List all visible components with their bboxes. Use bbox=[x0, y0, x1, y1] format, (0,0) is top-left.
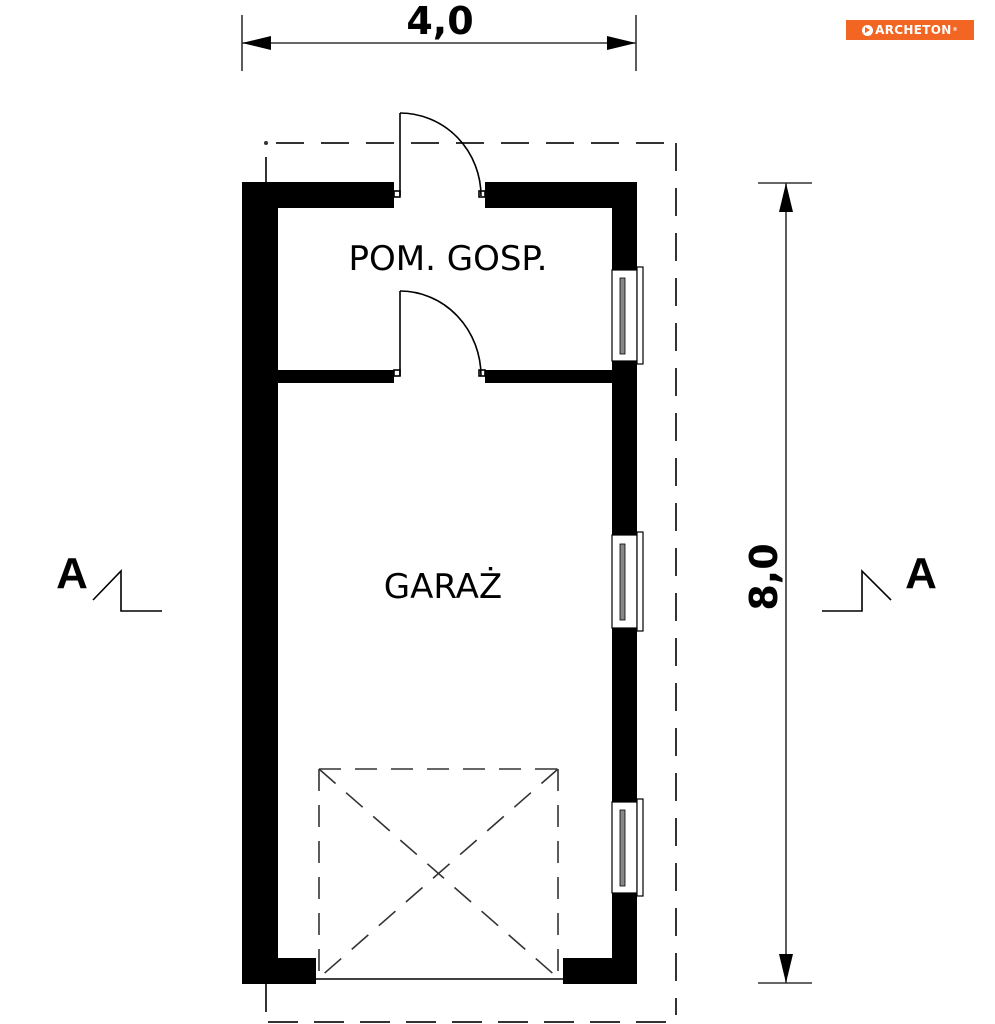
archeton-logo: ARCHETON ® bbox=[846, 20, 974, 40]
room-label-garage: GARAŻ bbox=[384, 567, 502, 607]
walls bbox=[242, 182, 637, 984]
logo-background bbox=[846, 20, 974, 40]
top-wall-right bbox=[485, 182, 637, 208]
right-wall-segment-2 bbox=[612, 361, 637, 535]
roof-outline bbox=[264, 141, 677, 1023]
top-wall-left bbox=[242, 182, 394, 208]
entrance-door bbox=[393, 112, 486, 198]
width-label: 4,0 bbox=[406, 0, 473, 43]
length-dimension: 8,0 bbox=[742, 182, 812, 984]
window-1 bbox=[611, 266, 644, 365]
section-marker-left bbox=[92, 569, 162, 612]
width-dimension: 4,0 bbox=[241, 0, 637, 71]
arrow-left-icon bbox=[242, 36, 271, 50]
bottom-pier-left bbox=[242, 958, 316, 984]
section-label-right: A bbox=[905, 549, 937, 598]
room-label-utility: POM. GOSP. bbox=[349, 239, 548, 279]
section-label-left: A bbox=[56, 549, 88, 598]
interior-wall-right bbox=[485, 370, 612, 383]
garage-door bbox=[316, 768, 563, 980]
window-2 bbox=[611, 531, 644, 632]
left-wall bbox=[242, 182, 278, 984]
right-wall-segment-1 bbox=[612, 182, 637, 270]
archeton-mark-icon bbox=[862, 24, 874, 36]
arrow-right-icon bbox=[607, 36, 636, 50]
length-label: 8,0 bbox=[742, 543, 786, 610]
window-3 bbox=[611, 798, 644, 897]
interior-door bbox=[393, 290, 486, 377]
arrow-down-icon bbox=[779, 954, 793, 983]
registered-mark: ® bbox=[952, 27, 958, 33]
section-marker-right bbox=[822, 569, 892, 612]
arrow-up-icon bbox=[779, 183, 793, 212]
bottom-pier-right bbox=[563, 958, 637, 984]
logo-text: ARCHETON bbox=[875, 23, 952, 37]
right-wall-segment-3 bbox=[612, 628, 637, 802]
interior-wall-left bbox=[278, 370, 394, 383]
